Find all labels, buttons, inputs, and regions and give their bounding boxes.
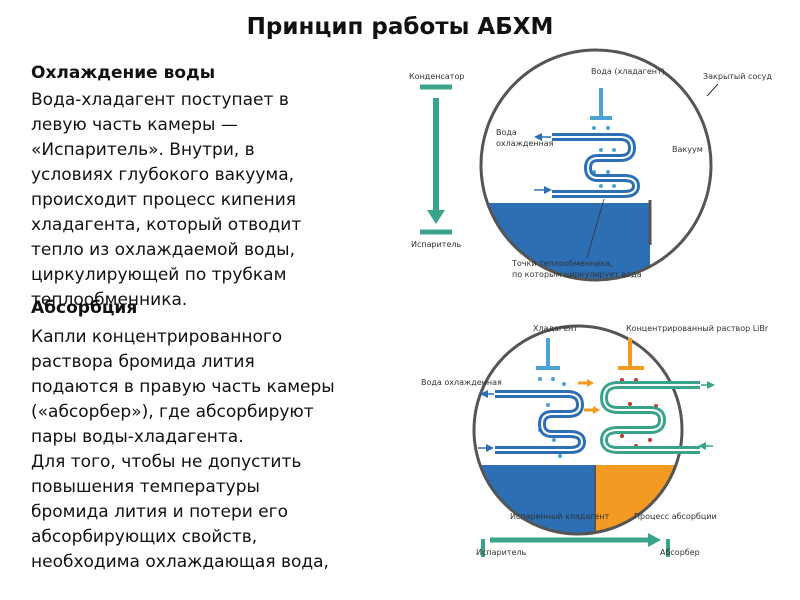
refrigerant-pool	[474, 465, 595, 534]
points-label-1: Точки теплообменника,	[511, 259, 613, 268]
absorber-coil	[599, 381, 700, 454]
text-line: абсорбирующих свойств,	[31, 527, 258, 547]
cooled-water-label-1: Вода	[496, 128, 517, 137]
vacuum-label: Вакуум	[672, 145, 703, 154]
right-arrow-icon	[486, 444, 494, 452]
right-arrow-icon	[707, 381, 715, 389]
evaporator-absorber-bar: Испаритель Абсорбер	[476, 533, 700, 557]
evaporator-vessel: Вода (хладагент) Закрытый сосуд Вода охл…	[479, 48, 772, 282]
leader-line	[586, 198, 605, 259]
points-label-2: по которым циркулирует вода	[512, 270, 642, 279]
closed-vessel	[479, 48, 713, 282]
cooled-water-label: Вода охлажденная	[421, 378, 502, 387]
refrigerant-label: Хладагент	[533, 324, 578, 333]
condenser-evaporator-bar: Конденсатор Испаритель	[409, 72, 464, 249]
right-arrow-icon	[648, 533, 661, 547]
right-arrow-icon	[587, 379, 594, 387]
text-line: Вода-хладагент поступает в	[31, 90, 289, 110]
cooled-water-label-2: охлажденная	[496, 139, 554, 148]
text-line: раствора бромида лития	[31, 352, 255, 372]
right-arrow-icon	[593, 406, 600, 414]
evaporator-label: Испаритель	[411, 240, 461, 249]
text-line: повышения температуры	[31, 477, 260, 497]
section-heading-cooling: Охлаждение воды	[31, 63, 216, 83]
text-line: условиях глубокого вакуума,	[31, 165, 295, 185]
text-line: необходима охлаждающая вода,	[31, 552, 329, 572]
condenser-label: Конденсатор	[409, 72, 464, 81]
text-line: теплообменника.	[31, 290, 188, 310]
left-arrow-icon	[480, 390, 488, 398]
closed-vessel	[472, 324, 684, 536]
conc-solution-label: Концентрированный раствор LiBr	[626, 324, 769, 333]
water-refrigerant-label: Вода (хладагент)	[591, 67, 665, 76]
cooling-paragraph: Вода-хладагент поступает в левую часть к…	[31, 88, 301, 313]
left-arrow-icon	[698, 442, 706, 450]
text-line: пары воды-хладагента.	[31, 427, 244, 447]
absorber-label: Абсорбер	[660, 548, 700, 557]
coil-highlight	[602, 384, 700, 451]
text-line: левую часть камеры —	[31, 115, 238, 135]
closed-vessel-label: Закрытый сосуд	[703, 72, 772, 81]
evaporator-coil	[495, 390, 587, 454]
text-line: «Испаритель». Внутри, в	[31, 140, 255, 160]
text-line: происходит процесс кипения	[31, 190, 296, 210]
text-line: Для того, чтобы не допустить	[31, 452, 302, 472]
coil-highlight	[495, 393, 584, 451]
text-line: хладагента, который отводит	[31, 215, 302, 235]
text-line: бромида лития и потери его	[31, 502, 288, 522]
text-line: подаются в правую часть камеры	[31, 377, 335, 397]
section-heading-absorption: Абсорбция	[31, 298, 138, 318]
absorption-paragraph: Капли концентрированного раствора бромид…	[31, 325, 335, 575]
heat-exchanger-coil	[552, 133, 641, 198]
text-line: циркулирующей по трубкам	[31, 265, 287, 285]
absorption-process-label: Процесс абсорбции	[634, 512, 717, 521]
coil-highlight	[552, 136, 638, 195]
refrigerant-pool	[481, 203, 650, 280]
vapour-arrows	[578, 379, 600, 414]
absorber-vessel: Хладагент Концентрированный раствор LiBr…	[421, 324, 769, 536]
leader-line	[706, 83, 719, 97]
text-line: Капли концентрированного	[31, 327, 283, 347]
left-arrow-icon	[534, 133, 542, 141]
evaporated-refrigerant-label: Испаренный хладагент	[510, 512, 610, 521]
down-arrow-icon	[427, 210, 445, 224]
right-arrow-icon	[544, 186, 552, 194]
droplets	[592, 126, 616, 188]
text-line: («абсорбер»), где абсорбируют	[31, 402, 314, 422]
text-line: тепло из охлаждаемой воды,	[31, 240, 296, 260]
evaporator-label: Испаритель	[476, 548, 526, 557]
slide-title: Принцип работы АБХМ	[246, 14, 554, 40]
